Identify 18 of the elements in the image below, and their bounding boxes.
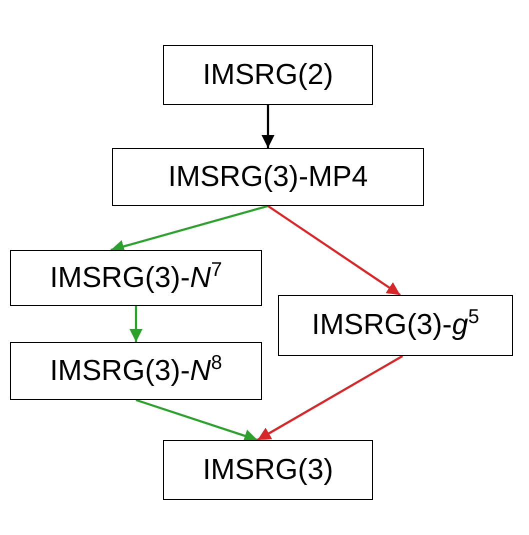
node-label: IMSRG(3)-MP4 <box>168 160 368 194</box>
arrow <box>261 105 275 148</box>
node-label: IMSRG(3) <box>202 454 334 486</box>
node-label: IMSRG(2) <box>202 58 334 92</box>
arrow <box>129 306 143 342</box>
arrow <box>136 398 258 442</box>
node-label: IMSRG(3)-N$^{8}$ <box>50 354 222 388</box>
node-label: IMSRG(3)-g$^{5}$ <box>312 309 480 342</box>
process-box <box>163 440 373 500</box>
process-box <box>163 45 373 105</box>
process-box <box>278 295 513 356</box>
process-box <box>10 250 262 306</box>
arrow <box>110 204 268 253</box>
arrow <box>256 355 404 441</box>
arrow <box>267 205 401 296</box>
process-box <box>10 342 262 400</box>
process-box <box>112 148 424 206</box>
node-label: IMSRG(3)-N$^{7}$ <box>50 262 222 294</box>
